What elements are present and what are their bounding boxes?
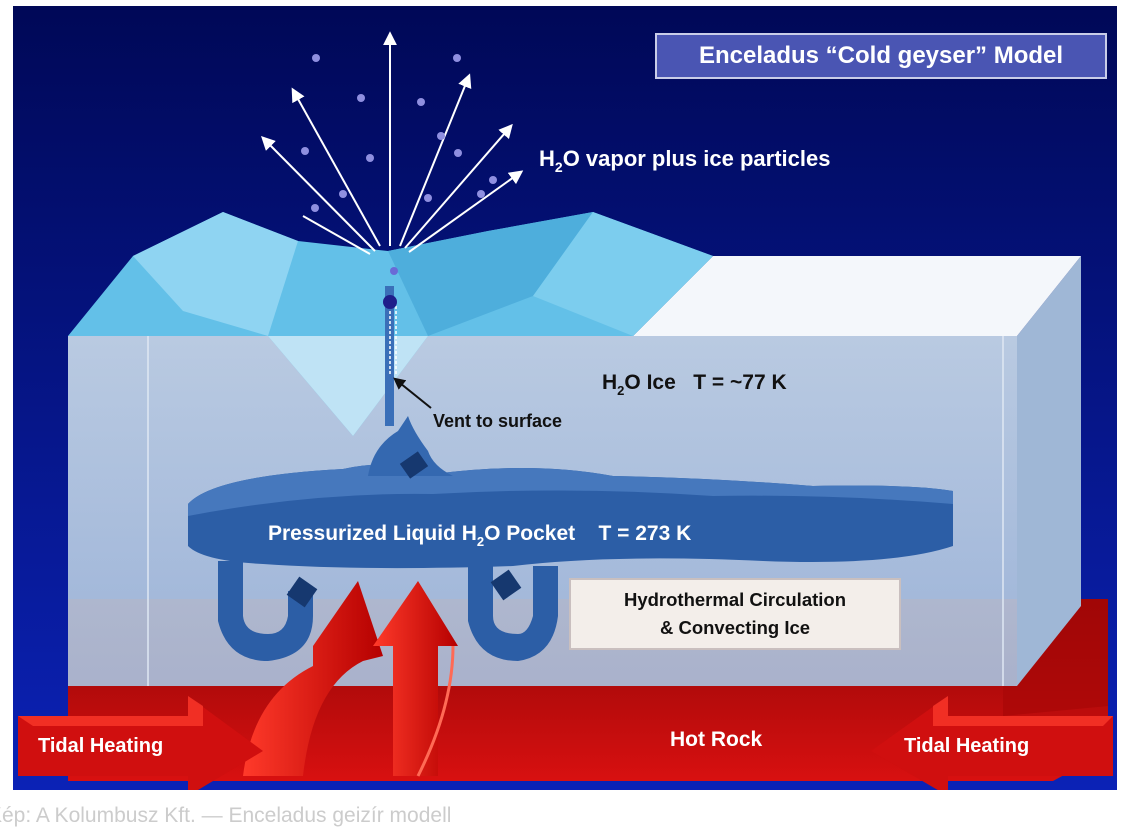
hydrothermal-line-2: & Convecting Ice [659,617,811,638]
vapor-label: H2O vapor plus ice particles [539,146,830,175]
ice-particles [301,54,497,212]
tidal-arrow-left [18,696,263,790]
tidal-heating-left-label: Tidal Heating [38,735,163,757]
tidal-heating-right-label: Tidal Heating [904,735,1029,757]
vapor-arrows [261,31,524,255]
hot-rock-label: Hot Rock [670,728,762,751]
hydrothermal-line-1: Hydrothermal Circulation [623,589,847,610]
convection-arrows [243,581,458,777]
ice-label: H2O Ice T = ~77 K [602,371,787,398]
vent-plume [383,267,398,376]
vent-pointer [393,377,432,409]
tidal-arrow-right [871,696,1113,790]
geyser-diagram: H2O vapor plus ice particles H2O Ice T =… [13,6,1117,790]
image-caption: Kép: A Kolumbusz Kft. — Enceladus geizír… [0,804,452,827]
diagram-title: Enceladus “Cold geyser” Model [655,33,1107,79]
vent-label: Vent to surface [433,411,562,431]
hydrothermal-note: Hydrothermal Circulation & Convecting Ic… [569,578,901,650]
pocket-label: Pressurized Liquid H2O Pocket T = 273 K [268,522,691,549]
